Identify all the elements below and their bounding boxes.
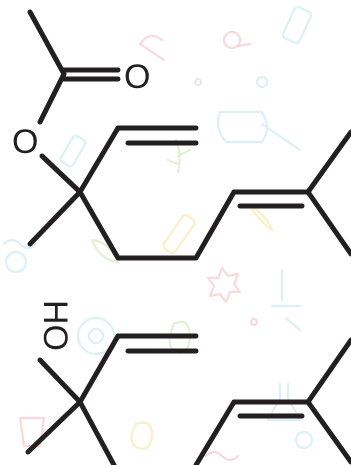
hydroxyl-label: HO bbox=[36, 300, 74, 351]
carbonyl-oxygen-label: O bbox=[124, 58, 150, 96]
doodle-cup-icon bbox=[18, 416, 46, 448]
doodle-scissors-icon bbox=[138, 34, 166, 62]
terminal-methyl-down bbox=[305, 399, 351, 465]
doodle-donut-icon bbox=[76, 316, 116, 356]
doodle-squiggle bbox=[204, 450, 240, 462]
doodle-star-icon bbox=[206, 266, 242, 304]
doodle-bottle-icon bbox=[162, 214, 196, 254]
terminal-methyl-down bbox=[305, 189, 351, 257]
doodle-flask-icon bbox=[266, 382, 302, 422]
quaternary-chain-bond bbox=[77, 399, 117, 465]
ester-o-quaternary-bond bbox=[39, 153, 83, 195]
alkyl-chain bbox=[77, 189, 237, 261]
doodle-magnifier-icon bbox=[4, 250, 28, 274]
ester-oxygen-label: O bbox=[12, 123, 38, 161]
doodle-egg-icon bbox=[130, 421, 154, 450]
doodle-tripod-icon bbox=[270, 268, 302, 332]
hydroxyl-bond bbox=[37, 357, 83, 405]
acetyl-methyl-bond bbox=[27, 9, 67, 77]
carbon-skeleton bbox=[27, 125, 351, 261]
terminal-methyl-up bbox=[305, 129, 351, 195]
background-doodles bbox=[2, 6, 314, 462]
doodle-stroke bbox=[236, 42, 252, 48]
doodle-sprayer-icon bbox=[59, 134, 87, 168]
doodle-donut-hole bbox=[87, 327, 105, 345]
molecule-linalyl-acetate: O O bbox=[12, 9, 351, 261]
doodle-leaf-icon bbox=[90, 238, 120, 264]
doodle-ring-icon bbox=[294, 430, 314, 450]
doodle-pan-icon bbox=[216, 110, 302, 152]
doodle-ring-icon bbox=[222, 30, 242, 50]
quaternary-methyl-bond bbox=[25, 399, 83, 455]
doodle-dot-icon bbox=[249, 317, 259, 327]
quaternary-methyl-bond bbox=[27, 189, 83, 247]
doodle-leaf-icon bbox=[248, 204, 274, 232]
acetate-group: O O bbox=[12, 9, 150, 195]
doodle-dot-icon bbox=[193, 77, 203, 87]
ester-bond bbox=[37, 71, 67, 125]
molecule-linalool: HO bbox=[25, 300, 351, 465]
chain-rise-bond bbox=[193, 399, 237, 465]
doodle-squiggle bbox=[2, 238, 38, 250]
doodle-grater-icon bbox=[281, 6, 313, 44]
doodle-dot-icon bbox=[255, 75, 269, 89]
quaternary-vinyl-bond bbox=[77, 333, 121, 405]
terminal-methyl-up bbox=[305, 337, 351, 405]
quaternary-vinyl-bond bbox=[77, 125, 121, 195]
